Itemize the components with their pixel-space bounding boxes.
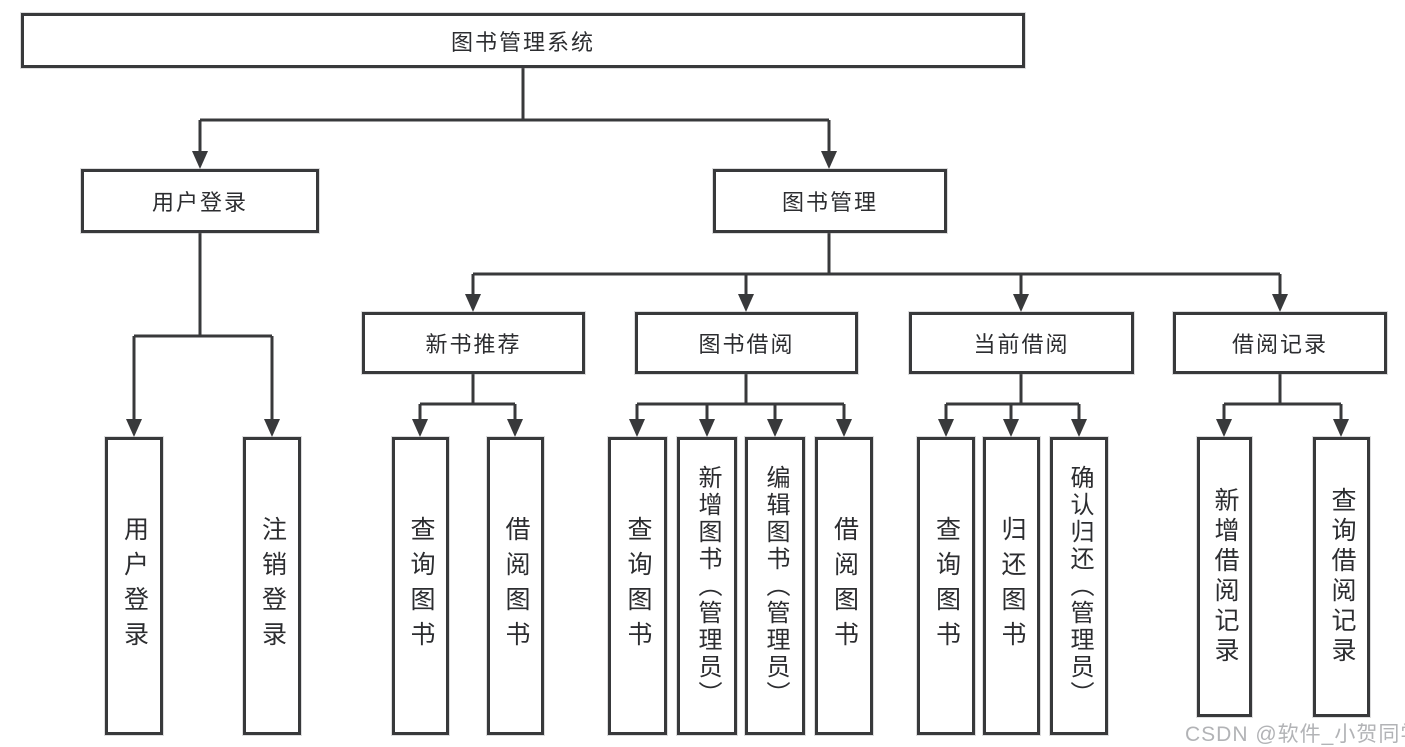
node-login: 用户登录 (105, 437, 163, 735)
node-bb-borrow-books: 借阅图书 (815, 437, 873, 735)
connector-book-borrow-to-children (635, 374, 846, 421)
connector-book-mgmt-to-level3 (471, 233, 1282, 296)
node-current-borrow: 当前借阅 (909, 312, 1134, 374)
node-book-borrow: 图书借阅 (635, 312, 858, 374)
connector-root-to-level2 (198, 68, 831, 153)
node-root: 图书管理系统 (21, 13, 1025, 68)
node-book-mgmt: 图书管理 (713, 169, 947, 233)
node-br-add-record: 新增借阅记录 (1197, 437, 1252, 717)
node-cb-confirm-return-admin: 确认归还（管理员） (1050, 437, 1108, 735)
watermark: CSDN @软件_小贺同学 (1185, 723, 1405, 746)
connector-current-borrow-to-children (944, 374, 1081, 421)
node-cb-query-books: 查询图书 (917, 437, 975, 735)
node-bb-add-books-admin: 新增图书（管理员） (677, 437, 737, 735)
node-cb-return-books: 归还图书 (983, 437, 1040, 735)
node-bb-query-books: 查询图书 (608, 437, 667, 735)
node-nb-borrow-books: 借阅图书 (487, 437, 544, 735)
connector-user-login-to-children (132, 233, 274, 421)
connector-borrow-record-to-children (1222, 374, 1343, 421)
node-nb-query-books: 查询图书 (392, 437, 449, 735)
node-borrow-record: 借阅记录 (1173, 312, 1387, 374)
node-bb-edit-books-admin: 编辑图书（管理员） (745, 437, 805, 735)
connector-new-book-rec-to-children (418, 374, 517, 421)
arrowheads (126, 151, 1349, 437)
node-logout: 注销登录 (243, 437, 301, 735)
node-new-book-rec: 新书推荐 (362, 312, 585, 374)
node-user-login: 用户登录 (81, 169, 319, 233)
node-br-query-record: 查询借阅记录 (1313, 437, 1370, 717)
